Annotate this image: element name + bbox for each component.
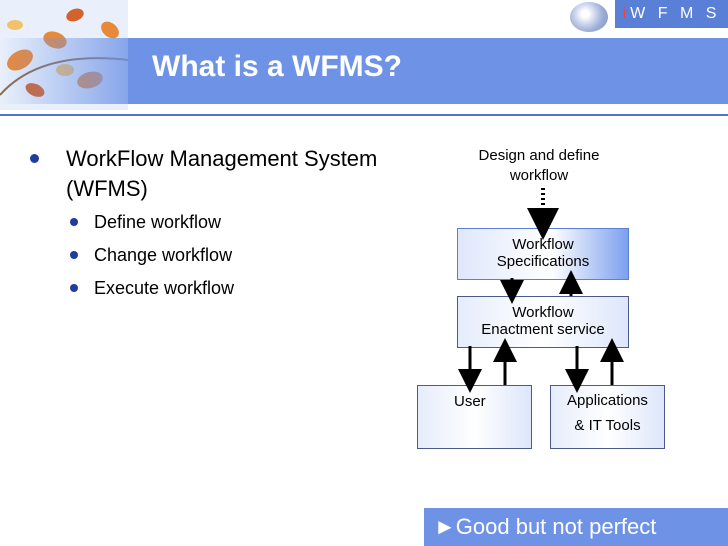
page-title: What is a WFMS? xyxy=(152,50,402,83)
sub-bullet-item: Change workflow xyxy=(70,245,232,266)
sub-bullet-text: Execute workflow xyxy=(94,278,235,298)
bullet-dot-icon xyxy=(30,154,39,163)
enactment-line-1: Workflow xyxy=(512,304,574,321)
enactment-box: Workflow Enactment service xyxy=(457,296,629,348)
callout-banner: ►Good but not perfect xyxy=(424,508,728,546)
spec-line-2: Specifications xyxy=(496,253,590,270)
sub-bullet-text: Define workflow xyxy=(94,212,222,232)
bullet-dot-icon xyxy=(70,218,78,226)
design-label: Design and define workflow xyxy=(478,147,600,184)
user-label: User xyxy=(454,393,486,410)
sub-bullet-text: Change workflow xyxy=(94,245,233,265)
bullet-dot-icon xyxy=(70,284,78,292)
sub-bullet-item: Define workflow xyxy=(70,212,221,233)
bullet-text: WorkFlow Management System (WFMS) xyxy=(66,146,378,201)
globe-icon xyxy=(570,2,608,32)
apps-line-2: & IT Tools xyxy=(574,417,641,434)
bullet-dot-icon xyxy=(70,251,78,259)
title-band xyxy=(0,38,728,104)
bullet-item: WorkFlow Management System (WFMS) xyxy=(30,144,386,204)
brand-prefix: i xyxy=(622,5,631,22)
apps-line-1: Applications xyxy=(567,392,648,409)
spec-line-1: Workflow xyxy=(512,236,574,253)
sub-bullet-item: Execute workflow xyxy=(70,278,234,299)
brand-name: W F M S xyxy=(630,5,721,22)
divider xyxy=(0,114,728,116)
user-box: User xyxy=(417,385,532,449)
apps-box: Applications & IT Tools xyxy=(550,385,665,449)
brand-badge: iW F M S xyxy=(615,0,728,28)
enactment-line-2: Enactment service xyxy=(481,321,605,338)
